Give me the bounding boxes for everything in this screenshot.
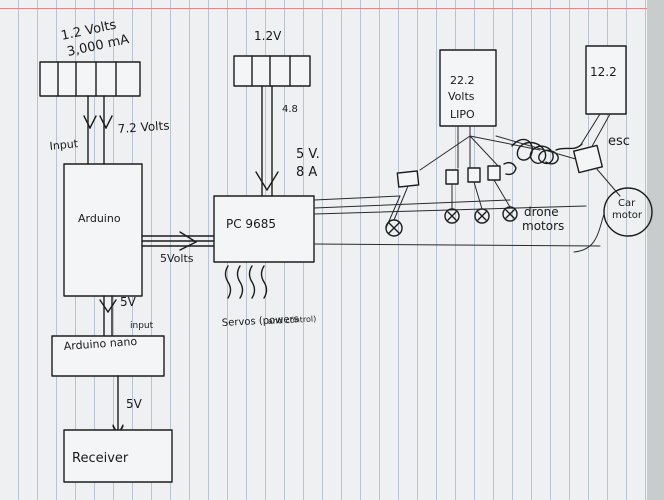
drone-line1: drone (524, 205, 559, 219)
car-motor-line2: motor (612, 210, 643, 221)
esc-battery-label: 12.2 (590, 65, 617, 79)
drone-motors: drone motors (385, 179, 564, 237)
esc-block: esc (572, 134, 630, 174)
car-motor: Car motor (603, 187, 653, 237)
esc-battery: 12.2 (585, 45, 627, 115)
receiver-box: Receiver (63, 429, 173, 483)
lipo-line3: LIPO (450, 108, 475, 121)
servos-line2: and control) (268, 314, 317, 326)
arduino-box: Arduino (63, 163, 143, 297)
input-label: Input (49, 137, 79, 153)
five-v-8a-line1: 5 V. (296, 147, 320, 162)
five-v-label-b: 5V (126, 397, 143, 411)
battery-pack-mid: 1.2V (233, 29, 311, 87)
lipo-battery: 22.2 Volts LIPO (439, 49, 497, 127)
five-volts-link-label: 5Volts (160, 252, 194, 265)
pc9685-box: PC 9685 (213, 195, 315, 263)
pc9685-label: PC 9685 (226, 217, 276, 231)
lipo-line2: Volts (448, 90, 475, 103)
five-v-label-a: 5V (120, 295, 137, 309)
car-motor-line1: Car (618, 198, 636, 209)
receiver-label: Receiver (72, 451, 129, 466)
four-eight-label: 4.8 (282, 104, 298, 115)
arduino-nano-label: Arduino nano (63, 335, 137, 353)
arduino-label: Arduino (78, 212, 121, 225)
servos-line1: Servos (powers (222, 314, 300, 329)
battery-mid-label: 1.2V (254, 29, 282, 43)
esc-label: esc (608, 134, 630, 149)
drone-line2: motors (522, 219, 564, 233)
lipo-line1: 22.2 (450, 74, 475, 87)
five-v-8a-line2: 8 A (296, 165, 317, 180)
nano-input-label: input (130, 321, 154, 331)
battery-pack-left: 1.2 Volts 3,000 mA (39, 18, 141, 97)
arduino-nano-box: Arduino nano (51, 335, 165, 377)
seven-two-volts-label: 7.2 Volts (117, 118, 170, 136)
